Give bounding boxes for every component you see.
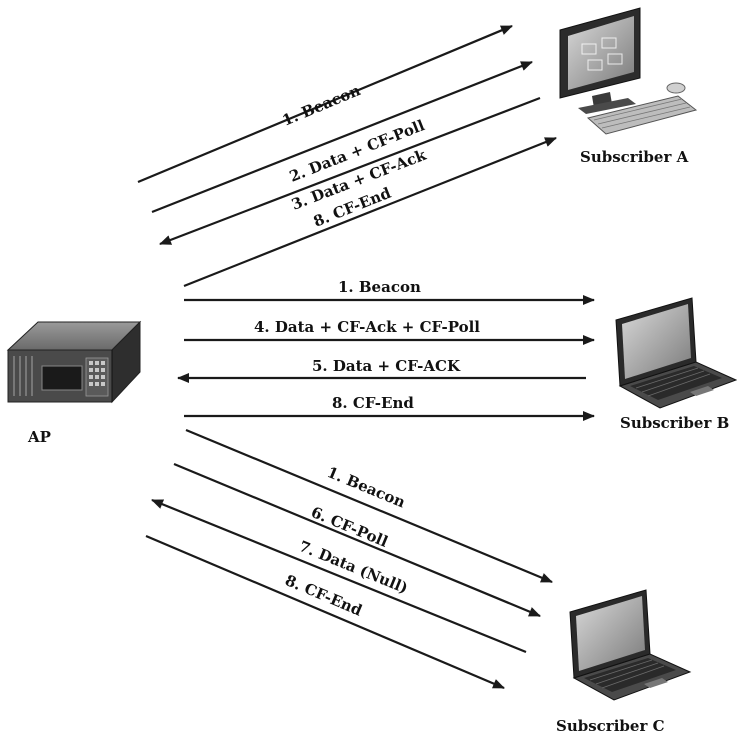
message-arrow — [151, 60, 533, 214]
laptop-icon — [615, 297, 737, 409]
message-label: 5. Data + CF-ACK — [312, 357, 461, 375]
desktop-computer-icon — [559, 7, 698, 135]
message-label: 4. Data + CF-Ack + CF-Poll — [254, 318, 480, 336]
message-label: 1. Beacon — [280, 81, 363, 130]
message-arrow — [151, 498, 527, 654]
message-label: 8. CF-End — [332, 394, 414, 412]
message-arrow — [137, 24, 513, 184]
message-label: 1. Beacon — [338, 278, 421, 296]
message-arrow — [183, 136, 557, 288]
subscriber-c-label: Subscriber C — [556, 717, 665, 735]
subscriber-a-label: Subscriber A — [580, 148, 689, 166]
ap-label: AP — [27, 428, 51, 446]
subscriber-b-label: Subscriber B — [620, 414, 729, 432]
laptop-icon — [569, 589, 692, 701]
message-arrow — [173, 462, 541, 618]
access-point-icon — [6, 320, 142, 404]
message-arrow — [145, 534, 505, 690]
message-arrow — [159, 96, 541, 246]
message-arrow — [185, 428, 553, 584]
